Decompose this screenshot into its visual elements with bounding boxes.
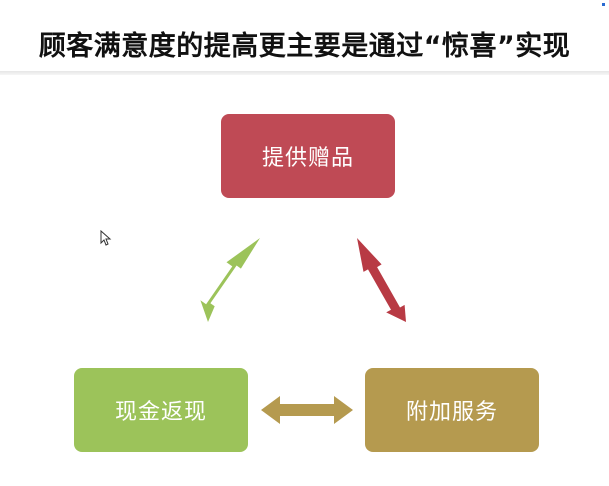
arrow-gift-service (357, 238, 406, 322)
corner-marker (602, 3, 605, 6)
mouse-cursor-icon (100, 230, 112, 246)
node-service-label: 附加服务 (405, 400, 498, 425)
arrow-cash-service (261, 396, 353, 424)
slide-title: 顾客满意度的提高更主要是通过“惊喜”实现 (38, 31, 571, 62)
node-gift: 提供赠品 (221, 114, 395, 198)
node-service: 附加服务 (365, 368, 539, 452)
arrow-gift-cash (200, 238, 260, 322)
node-cash-back: 现金返现 (74, 368, 248, 452)
node-cash-back-label: 现金返现 (114, 400, 207, 425)
title-divider (0, 71, 609, 75)
node-gift-label: 提供赠品 (261, 146, 354, 171)
